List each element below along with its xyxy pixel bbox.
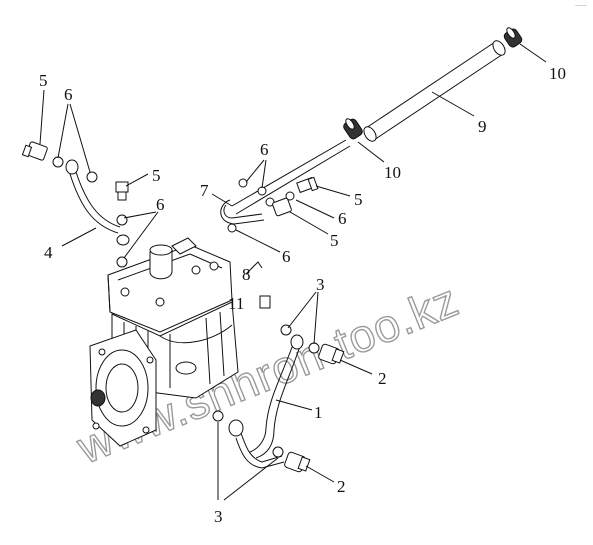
fitting-2-top bbox=[318, 343, 345, 365]
fitting-4-lower bbox=[116, 234, 130, 246]
clip-8 bbox=[245, 261, 263, 275]
washer-3-t2 bbox=[308, 342, 320, 354]
callout-9: 9 bbox=[478, 117, 487, 136]
callout-2-bottom: 2 bbox=[337, 477, 346, 496]
washer-6-tl2 bbox=[86, 171, 98, 183]
washer-6-c2 bbox=[116, 256, 128, 268]
callout-6-right: 6 bbox=[338, 209, 347, 228]
washer-6-r3 bbox=[238, 178, 248, 188]
clip-11 bbox=[259, 295, 271, 309]
callout-10-top: 10 bbox=[549, 64, 566, 83]
callout-5-top-left: 5 bbox=[39, 71, 48, 90]
fitting-5-right-2 bbox=[272, 197, 292, 217]
pipe-4-end bbox=[65, 159, 79, 175]
callout-2-top: 2 bbox=[378, 369, 387, 388]
pipe-4 bbox=[69, 171, 121, 234]
callout-6-center: 6 bbox=[156, 195, 165, 214]
washer-6-tl1 bbox=[52, 156, 64, 168]
callout-4: 4 bbox=[44, 243, 53, 262]
callout-6-top: 6 bbox=[260, 140, 269, 159]
hose-10-mid bbox=[343, 118, 363, 140]
corner-mark: —— bbox=[575, 2, 587, 9]
pipe-1 bbox=[235, 334, 304, 469]
callout-5-right-1: 5 bbox=[354, 190, 363, 209]
compressor-body bbox=[89, 237, 239, 447]
fitting-5-center bbox=[115, 181, 129, 201]
callout-8: 8 bbox=[242, 265, 251, 284]
pipe-9 bbox=[363, 40, 506, 142]
callout-1: 1 bbox=[314, 403, 323, 422]
callout-6-top-left: 6 bbox=[64, 85, 73, 104]
pipe-1-lower-end bbox=[228, 419, 244, 437]
callout-5-right-2: 5 bbox=[330, 231, 339, 250]
fitting-5-right-1 bbox=[296, 176, 319, 194]
callout-5-center: 5 bbox=[152, 166, 161, 185]
callout-7: 7 bbox=[200, 181, 209, 200]
hose-10-top bbox=[503, 27, 523, 48]
washer-3-b1 bbox=[212, 410, 224, 422]
fitting-2-bottom bbox=[284, 451, 311, 473]
washer-6-r4 bbox=[257, 186, 267, 196]
callout-6-lower: 6 bbox=[282, 247, 291, 266]
fitting-5-top-left bbox=[21, 141, 48, 161]
callout-3-bottom: 3 bbox=[214, 507, 223, 526]
leader-lines bbox=[39, 43, 547, 501]
callout-11: 11 bbox=[228, 294, 244, 313]
washer-6-r5 bbox=[227, 223, 237, 233]
washer-3-b2 bbox=[272, 446, 284, 458]
callout-3-top: 3 bbox=[316, 275, 325, 294]
washer-6-r1 bbox=[285, 191, 295, 201]
callout-10-mid: 10 bbox=[384, 163, 401, 182]
washer-6-c1 bbox=[116, 214, 128, 226]
